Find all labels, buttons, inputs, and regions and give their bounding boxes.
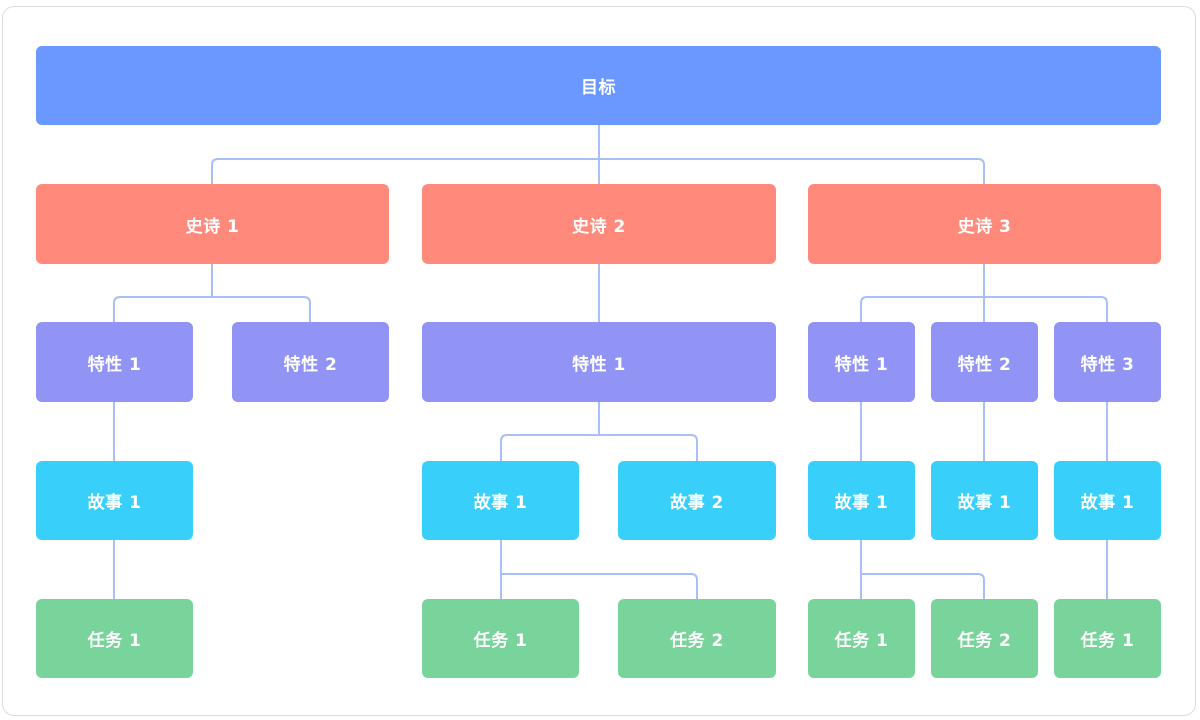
epic-3-feature-3-task-1-node: 任务 1: [1054, 599, 1161, 678]
epic-2-story-2-node: 故事 2: [618, 461, 776, 540]
epic-3-feature-3-node: 特性 3: [1054, 322, 1161, 402]
epic-3-feature-1-node: 特性 1: [808, 322, 915, 402]
epic-3-feature-1-story-1-node: 故事 1: [808, 461, 915, 540]
epic-2-task-1-node: 任务 1: [422, 599, 579, 678]
epic-1-story-1-node: 故事 1: [36, 461, 193, 540]
epic-3-task-1-node: 任务 1: [808, 599, 915, 678]
epic-2-feature-1-node: 特性 1: [422, 322, 776, 402]
epic-2-story-1-node: 故事 1: [422, 461, 579, 540]
epic-3-feature-3-story-1-node: 故事 1: [1054, 461, 1161, 540]
epic-1-task-1-node: 任务 1: [36, 599, 193, 678]
goal-node: 目标: [36, 46, 1161, 125]
epic-3-node: 史诗 3: [808, 184, 1161, 264]
epic-1-feature-1-node: 特性 1: [36, 322, 193, 402]
epic-3-task-2-node: 任务 2: [931, 599, 1038, 678]
epic-1-node: 史诗 1: [36, 184, 389, 264]
epic-2-node: 史诗 2: [422, 184, 776, 264]
epic-3-feature-2-node: 特性 2: [931, 322, 1038, 402]
epic-3-feature-2-story-1-node: 故事 1: [931, 461, 1038, 540]
epic-1-feature-2-node: 特性 2: [232, 322, 389, 402]
epic-2-task-2-node: 任务 2: [618, 599, 776, 678]
